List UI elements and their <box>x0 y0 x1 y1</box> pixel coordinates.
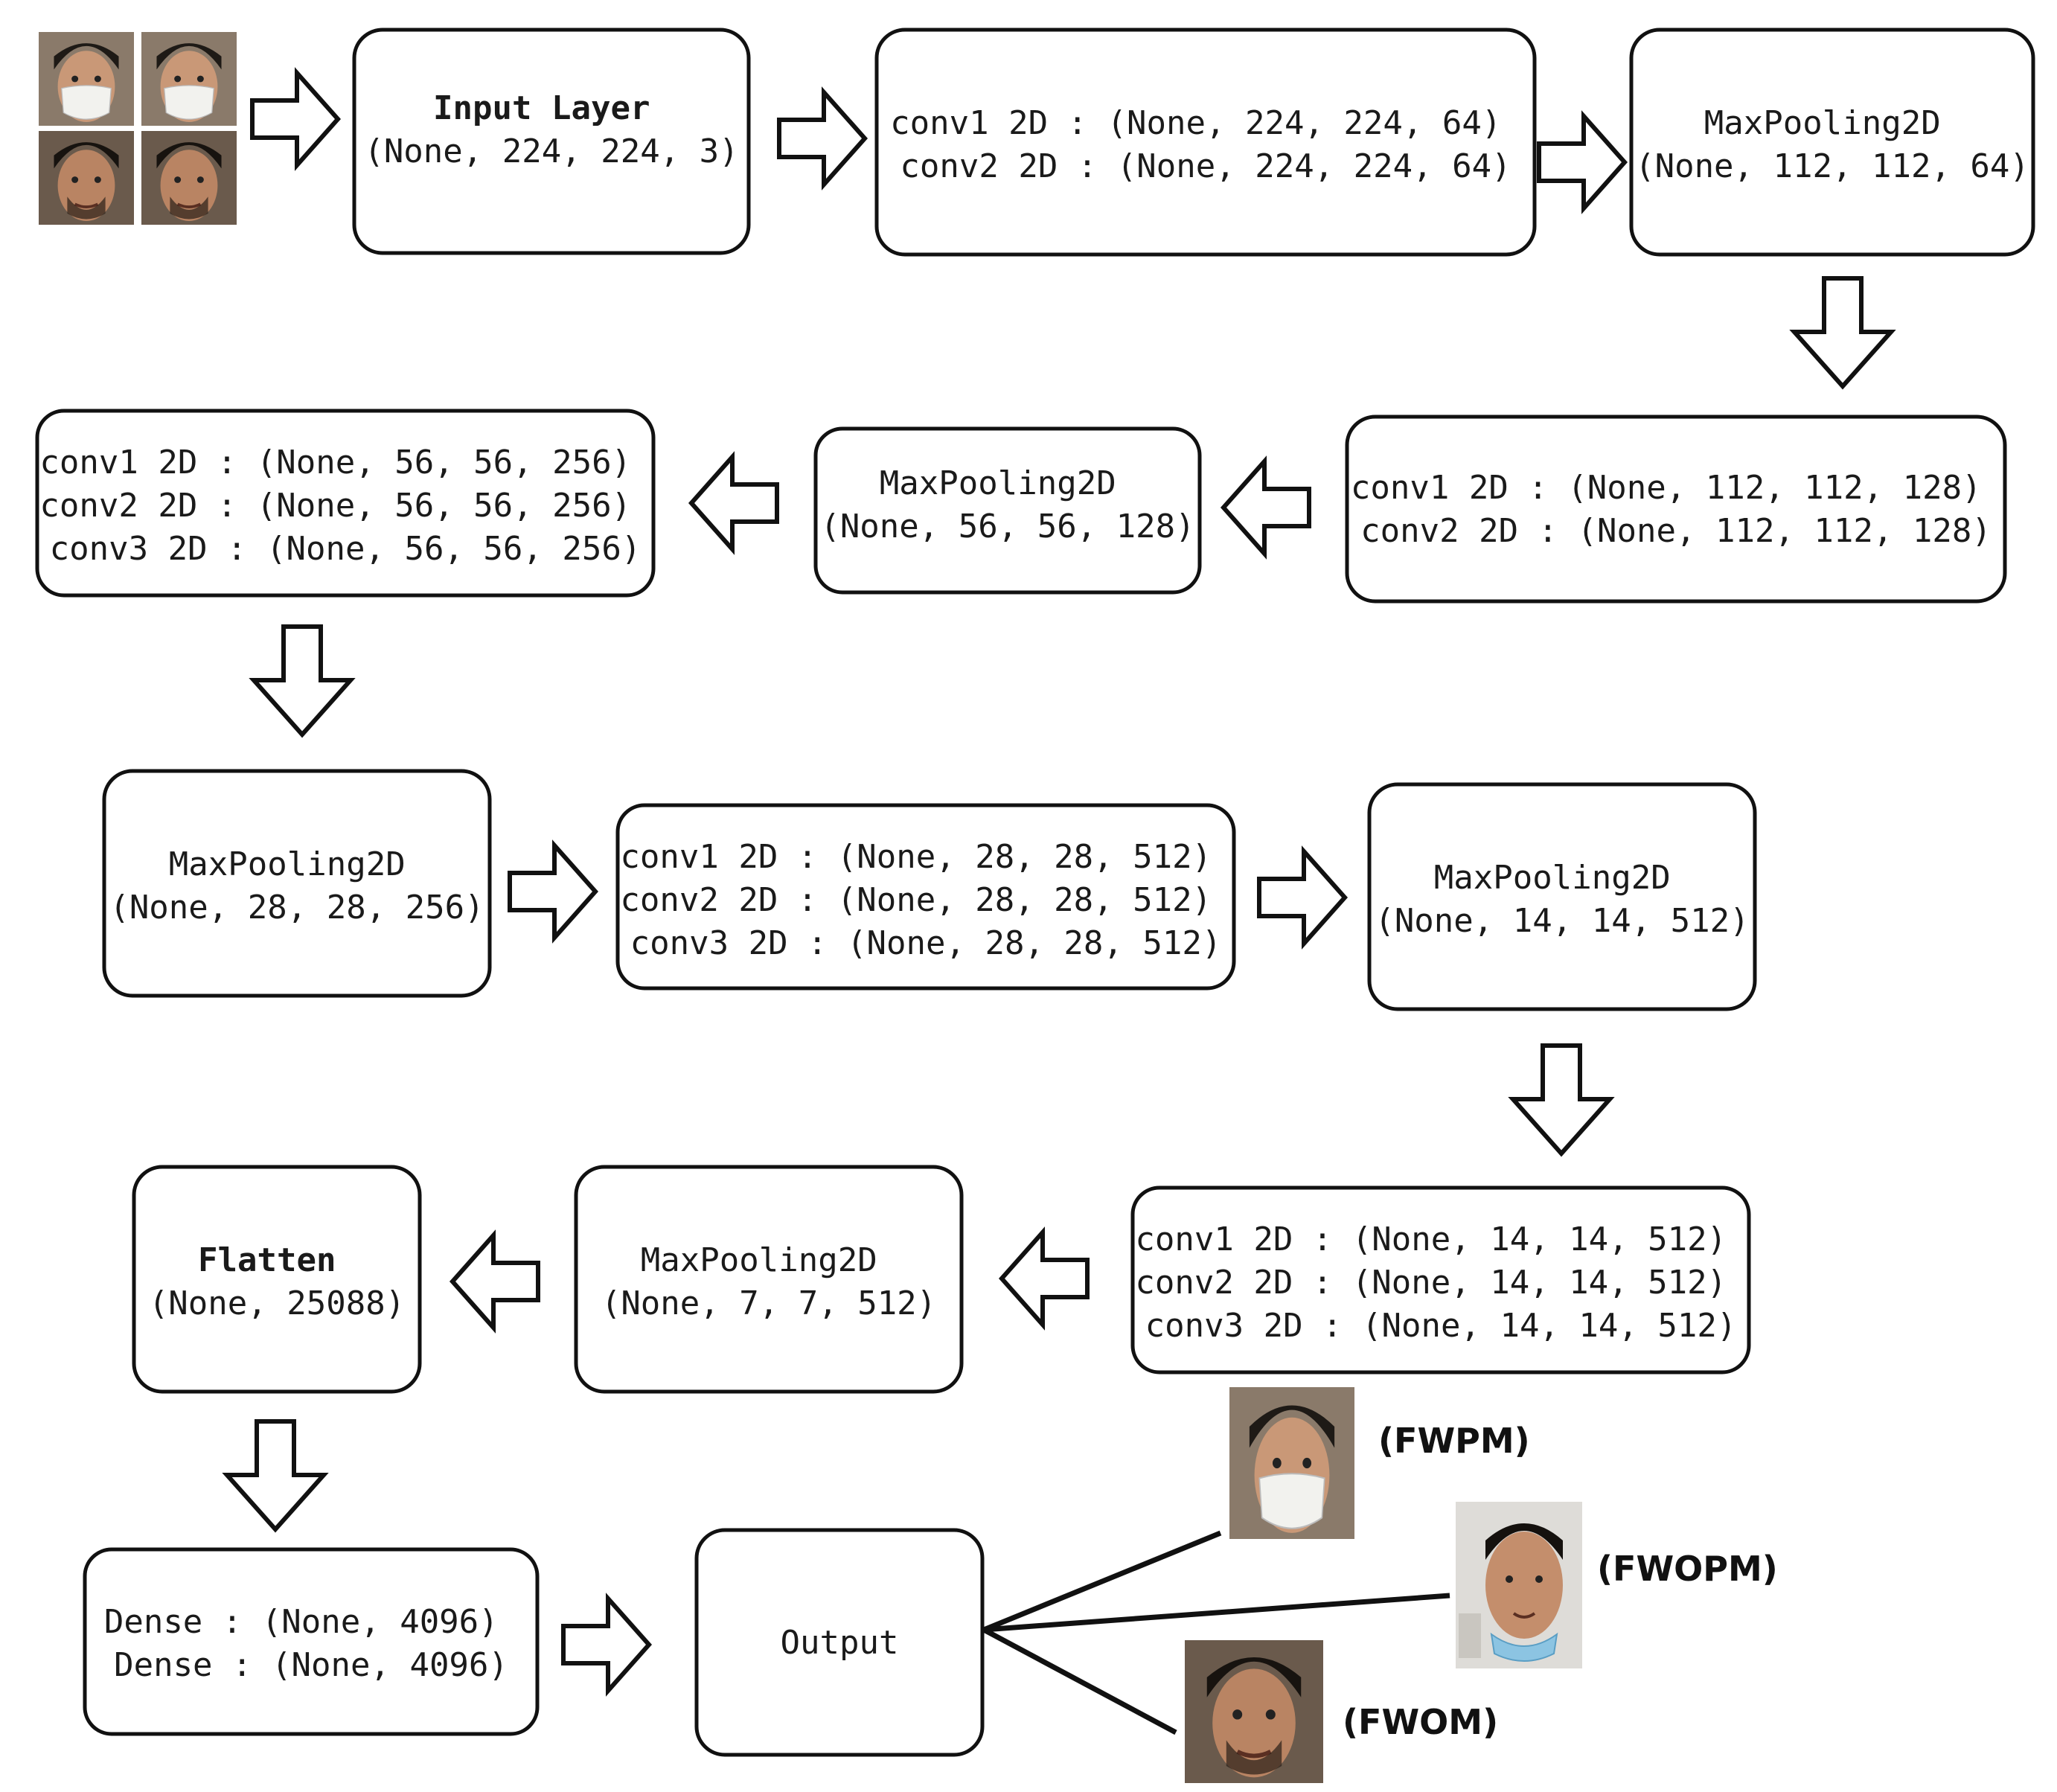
block1-maxpool-box: MaxPooling2D (None, 112, 112, 64) <box>1629 28 2035 257</box>
input-face-1 <box>38 31 135 127</box>
block3-conv3-label: conv3 2D : (None, 56, 56, 256) <box>50 530 642 568</box>
connector-fwpm <box>982 1530 1222 1633</box>
block2-maxpool-title: MaxPooling2D <box>880 464 1116 502</box>
arrow-right-icon <box>1539 116 1625 208</box>
flatten-box: Flatten (None, 25088) <box>132 1165 422 1394</box>
block1-conv-box: conv1 2D : (None, 224, 224, 64) conv2 2D… <box>874 28 1537 257</box>
block1-conv1-label: conv1 2D : (None, 224, 224, 64) <box>890 104 1501 142</box>
input-layer-title: Input Layer <box>433 89 650 127</box>
input-face-4 <box>140 129 238 226</box>
block5-conv1-label: conv1 2D : (None, 14, 14, 512) <box>1135 1220 1727 1258</box>
arrow-down-icon <box>1513 1046 1610 1153</box>
block3-conv-box: conv1 2D : (None, 56, 56, 256) conv2 2D … <box>35 409 656 598</box>
arrow-right-icon <box>779 92 865 185</box>
svg-text:Input Layer (None, 224: Input Layer (None, 224, 224, 3) <box>364 89 738 170</box>
svg-text:MaxPooling2D (None, 14: MaxPooling2D (None, 14, 14, 512) <box>1375 859 1749 940</box>
fwopm-face-image <box>1456 1502 1582 1668</box>
svg-text:MaxPooling2D (None, 7,: MaxPooling2D (None, 7, 7, 512) <box>601 1241 936 1322</box>
block4-maxpool-title: MaxPooling2D <box>1434 859 1671 897</box>
arrow-down-icon <box>227 1421 324 1529</box>
svg-text:conv1 2D : (None, 28, 28, 512): conv1 2D : (None, 28, 28, 512) conv2 2D … <box>620 838 1231 962</box>
svg-text:conv1 2D : (None, 56, 56, 256): conv1 2D : (None, 56, 56, 256) conv2 2D … <box>39 444 650 568</box>
output-connectors <box>982 1530 1450 1735</box>
svg-text:MaxPooling2D (None, 28: MaxPooling2D (None, 28, 28, 256) <box>109 845 484 927</box>
arrow-right-icon <box>252 73 338 165</box>
block3-maxpool-box: MaxPooling2D (None, 28, 28, 256) <box>102 769 492 998</box>
flatten-title: Flatten <box>198 1241 336 1279</box>
block4-maxpool-shape: (None, 14, 14, 512) <box>1375 902 1749 940</box>
block5-maxpool-shape: (None, 7, 7, 512) <box>601 1284 936 1322</box>
svg-text:Flatten (None, 25088): Flatten (None, 25088) <box>149 1241 405 1322</box>
fwpm-face-image <box>1228 1386 1356 1540</box>
connector-fwom <box>982 1627 1177 1735</box>
arrow-right-icon <box>1259 851 1345 944</box>
svg-text:Output: Output <box>781 1624 899 1662</box>
svg-text:conv1 2D : (None, 224, 224, 64: conv1 2D : (None, 224, 224, 64) conv2 2D… <box>890 104 1521 185</box>
block3-maxpool-shape: (None, 28, 28, 256) <box>109 889 484 927</box>
connector-fwopm <box>983 1593 1450 1633</box>
block1-conv2-label: conv2 2D : (None, 224, 224, 64) <box>900 147 1511 185</box>
arrow-left-icon <box>691 457 777 549</box>
arrow-left-icon <box>452 1235 538 1328</box>
block2-maxpool-box: MaxPooling2D (None, 56, 56, 128) <box>813 426 1202 595</box>
block3-conv1-label: conv1 2D : (None, 56, 56, 256) <box>39 444 631 481</box>
input-layer-box: Input Layer (None, 224, 224, 3) <box>352 28 751 255</box>
arrow-down-icon <box>254 627 351 735</box>
input-face-2 <box>141 31 237 127</box>
block2-conv-box: conv1 2D : (None, 112, 112, 128) conv2 2… <box>1345 415 2007 604</box>
block4-maxpool-box: MaxPooling2D (None, 14, 14, 512) <box>1367 782 1757 1011</box>
layer-boxes: Input Layer (None, 224, 224, 3) conv1 2D… <box>35 28 2035 1757</box>
block1-maxpool-title: MaxPooling2D <box>1704 104 1941 142</box>
svg-text:conv1 2D : (None, 112, 112, 12: conv1 2D : (None, 112, 112, 128) conv2 2… <box>1351 469 2001 550</box>
block5-conv3-label: conv3 2D : (None, 14, 14, 512) <box>1145 1307 1737 1345</box>
input-face-3 <box>37 129 135 226</box>
block5-maxpool-box: MaxPooling2D (None, 7, 7, 512) <box>574 1165 964 1394</box>
arrow-down-icon <box>1794 278 1891 386</box>
svg-text:MaxPooling2D (None, 11: MaxPooling2D (None, 112, 112, 64) <box>1635 104 2029 185</box>
output-box: Output <box>694 1528 985 1757</box>
arrow-left-icon <box>1223 461 1309 554</box>
dense2-label: Dense : (None, 4096) <box>114 1646 508 1684</box>
svg-text:conv1 2D : (None, 14, 14, 512): conv1 2D : (None, 14, 14, 512) conv2 2D … <box>1135 1220 1746 1345</box>
block5-conv-box: conv1 2D : (None, 14, 14, 512) conv2 2D … <box>1130 1185 1751 1375</box>
class-label-fwopm: (FWOPM) <box>1597 1549 1778 1589</box>
output-title: Output <box>781 1624 899 1662</box>
flatten-shape: (None, 25088) <box>149 1284 405 1322</box>
block2-conv1-label: conv1 2D : (None, 112, 112, 128) <box>1351 469 1982 507</box>
class-label-fwom: (FWOM) <box>1343 1702 1498 1742</box>
class-label-fwpm: (FWPM) <box>1378 1421 1530 1461</box>
block3-maxpool-title: MaxPooling2D <box>169 845 406 883</box>
dense1-label: Dense : (None, 4096) <box>104 1603 499 1641</box>
arrow-left-icon <box>1002 1232 1087 1325</box>
block3-conv2-label: conv2 2D : (None, 56, 56, 256) <box>39 487 631 525</box>
output-class-labels: (FWPM) (FWOPM) (FWOM) <box>1343 1421 1778 1742</box>
input-face-thumbnails <box>37 31 238 226</box>
input-layer-shape: (None, 224, 224, 3) <box>364 132 738 170</box>
svg-text:Dense : (None, 4096) D: Dense : (None, 4096) Dense : (None, 4096… <box>104 1603 518 1684</box>
block4-conv1-label: conv1 2D : (None, 28, 28, 512) <box>620 838 1212 876</box>
block1-maxpool-shape: (None, 112, 112, 64) <box>1635 147 2029 185</box>
svg-text:MaxPooling2D (None, 56: MaxPooling2D (None, 56, 56, 128) <box>820 464 1194 545</box>
arrow-right-icon <box>563 1599 649 1691</box>
block2-conv2-label: conv2 2D : (None, 112, 112, 128) <box>1360 512 1992 550</box>
block2-maxpool-shape: (None, 56, 56, 128) <box>820 508 1194 545</box>
block5-maxpool-title: MaxPooling2D <box>641 1241 877 1279</box>
block4-conv3-label: conv3 2D : (None, 28, 28, 512) <box>630 924 1222 962</box>
block4-conv2-label: conv2 2D : (None, 28, 28, 512) <box>620 881 1212 919</box>
output-face-thumbnails <box>1185 1386 1582 1783</box>
block4-conv-box: conv1 2D : (None, 28, 28, 512) conv2 2D … <box>615 803 1236 991</box>
dense-box: Dense : (None, 4096) Dense : (None, 4096… <box>83 1547 540 1736</box>
block5-conv2-label: conv2 2D : (None, 14, 14, 512) <box>1135 1264 1727 1302</box>
fwom-face-image <box>1185 1640 1323 1783</box>
arrow-right-icon <box>510 845 595 938</box>
